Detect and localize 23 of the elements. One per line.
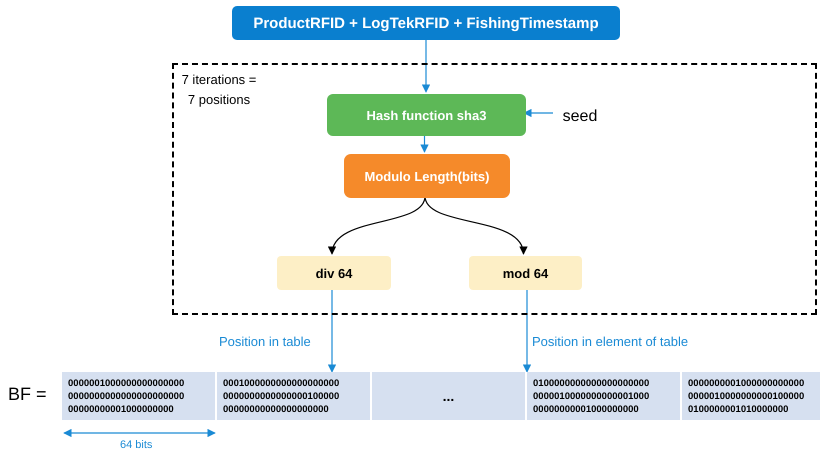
process-box: Modulo Length(bits): [344, 154, 510, 198]
table-cell: 0100000000000000000000 0000010000000000001000 00000000001000000000: [527, 372, 682, 420]
arrow: [422, 40, 430, 93]
arrow: [522, 288, 532, 373]
arrow: [420, 134, 429, 153]
dimension-label: 64 bits: [118, 439, 154, 451]
arrow: [328, 288, 336, 373]
input-box: ProductRFID + LogTekRFID + FishingTimestamp: [232, 6, 620, 40]
process-box: mod 64: [469, 256, 582, 290]
input-label: seed: [555, 106, 605, 128]
table-cell: 0000001000000000000000 0000000000000000000000 00000000001000000000: [62, 372, 217, 420]
edge-label: Position in table: [217, 334, 313, 349]
arrow: [329, 196, 426, 255]
dashed-frame: [172, 63, 817, 315]
note-text: 7 iterations = 7 positions: [180, 71, 258, 109]
arrow: [424, 196, 526, 255]
table-cell: 0001000000000000000000 0000000000000000100000 00000000000000000000: [217, 372, 372, 420]
table-cell: 0000000001000000000000 0000010000000000100000 0100000001010000000: [682, 372, 822, 420]
process-box: div 64: [277, 256, 391, 290]
table-cell: ...: [372, 372, 527, 420]
process-box: Hash function sha3: [327, 94, 526, 136]
row-label: BF =: [8, 384, 47, 405]
edge-label: Position in element of table: [530, 334, 690, 349]
